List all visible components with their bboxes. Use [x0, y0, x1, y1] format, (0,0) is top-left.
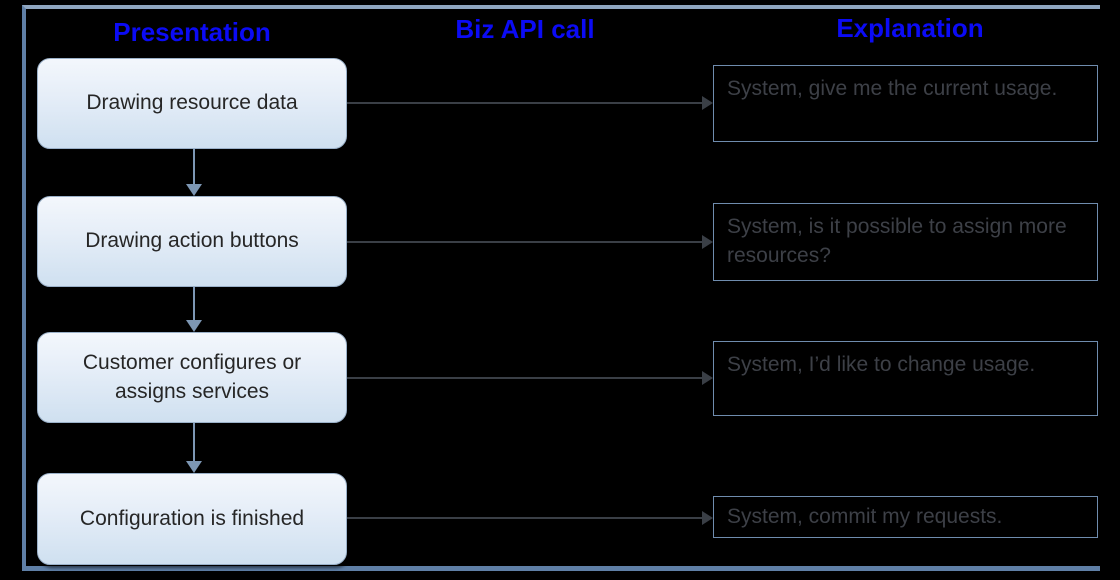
explanation-box[interactable]: System, I’d like to change usage. — [713, 341, 1098, 416]
flow-arrow-shaft — [193, 423, 195, 461]
api-call-arrow-right-icon — [347, 96, 713, 110]
process-box[interactable]: Drawing resource data — [37, 58, 347, 149]
explanation-box[interactable]: System, give me the current usage. — [713, 65, 1098, 142]
flow-arrow-head — [186, 320, 202, 332]
api-call-arrow-right-icon — [347, 371, 713, 385]
process-box[interactable]: Configuration is finished — [37, 473, 347, 565]
process-box[interactable]: Drawing action buttons — [37, 196, 347, 287]
process-box[interactable]: Customer configures or assigns services — [37, 332, 347, 423]
flow-arrow-head — [186, 461, 202, 473]
api-call-arrow-shaft — [347, 377, 703, 379]
api-call-arrow-right-icon — [347, 235, 713, 249]
explanation-box[interactable]: System, commit my requests. — [713, 496, 1098, 538]
api-call-arrow-shaft — [347, 517, 703, 519]
flow-arrow-shaft — [193, 287, 195, 320]
api-call-arrow-shaft — [347, 241, 703, 243]
api-call-arrow-head — [702, 511, 713, 525]
flow-arrow-shaft — [193, 149, 195, 184]
column-heading-biz-api-call: Biz API call — [455, 14, 595, 44]
flow-arrow-down-icon — [186, 287, 202, 332]
flow-arrow-down-icon — [186, 149, 202, 196]
explanation-box[interactable]: System, is it possible to assign more re… — [713, 203, 1098, 281]
api-call-arrow-shaft — [347, 102, 703, 104]
api-call-arrow-head — [702, 96, 713, 110]
column-heading-presentation: Presentation — [113, 17, 271, 47]
column-heading-explanation: Explanation — [836, 13, 984, 43]
api-call-arrow-head — [702, 371, 713, 385]
flow-arrow-head — [186, 184, 202, 196]
api-call-arrow-right-icon — [347, 511, 713, 525]
api-call-arrow-head — [702, 235, 713, 249]
flow-arrow-down-icon — [186, 423, 202, 473]
